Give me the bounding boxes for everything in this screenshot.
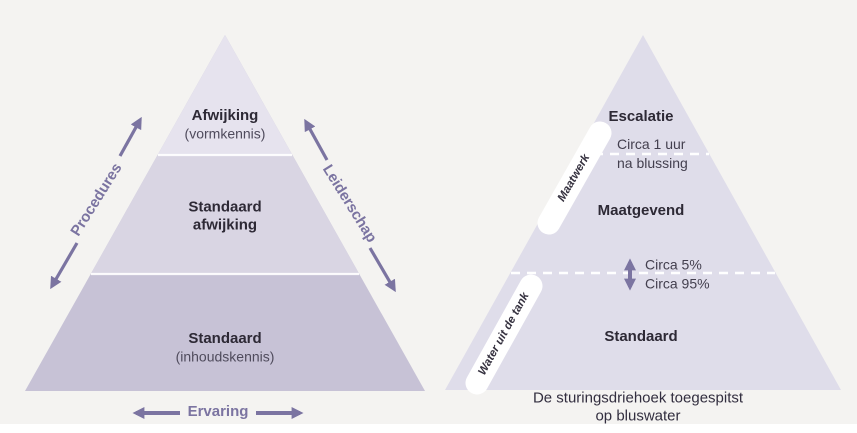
layer-middle-title: Standaard afwijking <box>188 198 262 234</box>
standaard-label: Standaard <box>604 327 678 345</box>
layer-bottom-subtitle: (inhoudskennis) <box>175 348 275 365</box>
layer-top-subtitle: (vormkennis) <box>184 125 266 142</box>
split-above-label: Circa 5% <box>645 256 702 273</box>
maatwerk-pill <box>537 121 612 235</box>
procedures-down-arrow-icon <box>50 242 79 290</box>
left-pyramid-arrows <box>50 116 396 419</box>
split-below-label: Circa 95% <box>645 275 710 292</box>
leiderschap-up-arrow-icon <box>304 118 329 161</box>
right-pyramid-shape <box>445 35 841 395</box>
leiderschap-down-arrow-icon <box>368 247 396 293</box>
layer-bottom-title: Standaard <box>188 329 262 347</box>
layer-top-title: Afwijking <box>191 106 259 124</box>
maatgevend-label: Maatgevend <box>597 201 685 219</box>
procedures-up-arrow-icon <box>118 116 142 157</box>
figure-caption: De sturingsdriehoek toegespitst op blusw… <box>532 389 744 425</box>
water-pill <box>465 274 543 395</box>
left-pyramid-shape <box>25 35 425 391</box>
escalation-time-note: Circa 1 uur na blussing <box>617 136 688 171</box>
ervaring-axis-label: Ervaring <box>187 402 249 420</box>
escalatie-label: Escalatie <box>608 107 674 125</box>
